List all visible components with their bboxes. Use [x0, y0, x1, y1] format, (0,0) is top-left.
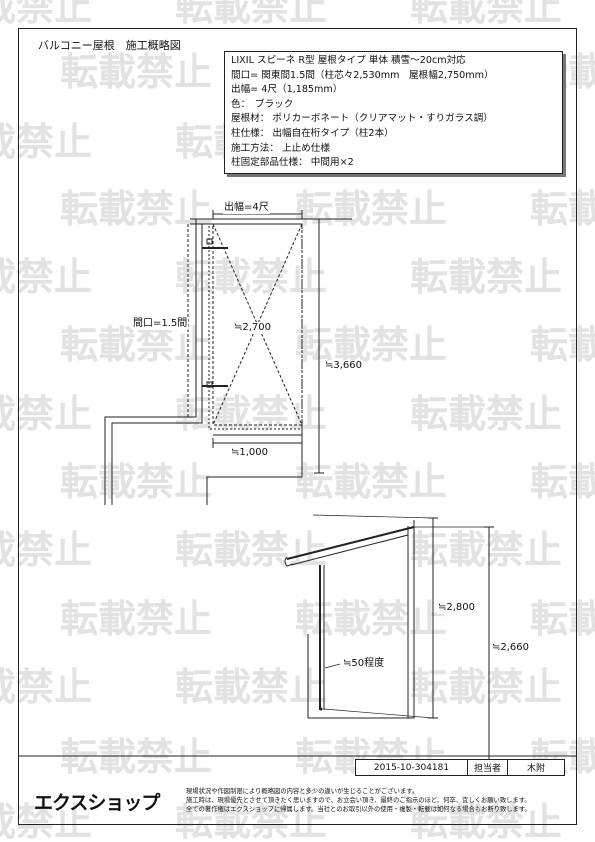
spec-roof-material: 屋根材： ポリカーボネート（クリアマット・すりガラス調）	[231, 113, 493, 125]
approval-stamp: 2015-10-304181 担当者 木附	[355, 759, 565, 776]
spec-box: LIXIL スピーネ R型 屋根タイプ 単体 積雪～20cm対応 間口= 関東間…	[224, 51, 563, 174]
spec-install-method: 施工方法： 上止め仕様	[231, 142, 330, 154]
footer-note: 現場状況や作図制限により概略図の内容と多少の違いが生じることがございます。	[186, 788, 419, 795]
drawing-number: 2015-10-304181	[356, 760, 468, 775]
label-height-total: ≒3,660	[324, 360, 364, 372]
stamp-role: 担当者	[468, 760, 508, 775]
company-logo: エクスショップ	[34, 792, 160, 814]
spec-depth: 出幅= 4尺（1,185mm）	[231, 84, 343, 96]
drawing-title: バルコニー屋根 施工概略図	[38, 39, 181, 52]
label-offset: ≒50程度	[342, 658, 386, 670]
spec-color: 色： ブラック	[231, 98, 294, 110]
spec-post-fixing: 柱固定部品仕様： 中間用×2	[231, 157, 354, 169]
stamp-name: 木附	[526, 764, 545, 774]
drawing-frame	[18, 28, 577, 825]
spec-product: LIXIL スピーネ R型 屋根タイプ 単体 積雪～20cm対応	[231, 55, 466, 66]
footer-note: 施工時は、現場優先とさせて頂きたく思いますので、お立会い頂き、最終のご指示のほど…	[186, 797, 531, 804]
footer-notes: 現場状況や作図制限により概略図の内容と多少の違いが生じることがございます。 施工…	[186, 787, 556, 814]
label-section-h2: ≒2,660	[491, 642, 531, 654]
footer-note: 全ての著作権はエクスショップに帰属します。当社とのお取引以外の使用・複製・転載は…	[186, 806, 531, 813]
label-width: 間口=1.5間	[132, 318, 189, 330]
label-section-h1: ≒2,800	[437, 602, 477, 614]
spec-post: 柱仕様： 出幅自在桁タイプ（柱2本）	[231, 127, 394, 139]
label-extent: ≒1,000	[230, 447, 270, 459]
spec-width: 間口= 関東間1.5間（柱芯々2,530mm 屋根幅2,750mm）	[231, 69, 494, 81]
label-span: ≒2,700	[233, 322, 273, 334]
label-depth: 出幅=4尺	[223, 202, 270, 214]
